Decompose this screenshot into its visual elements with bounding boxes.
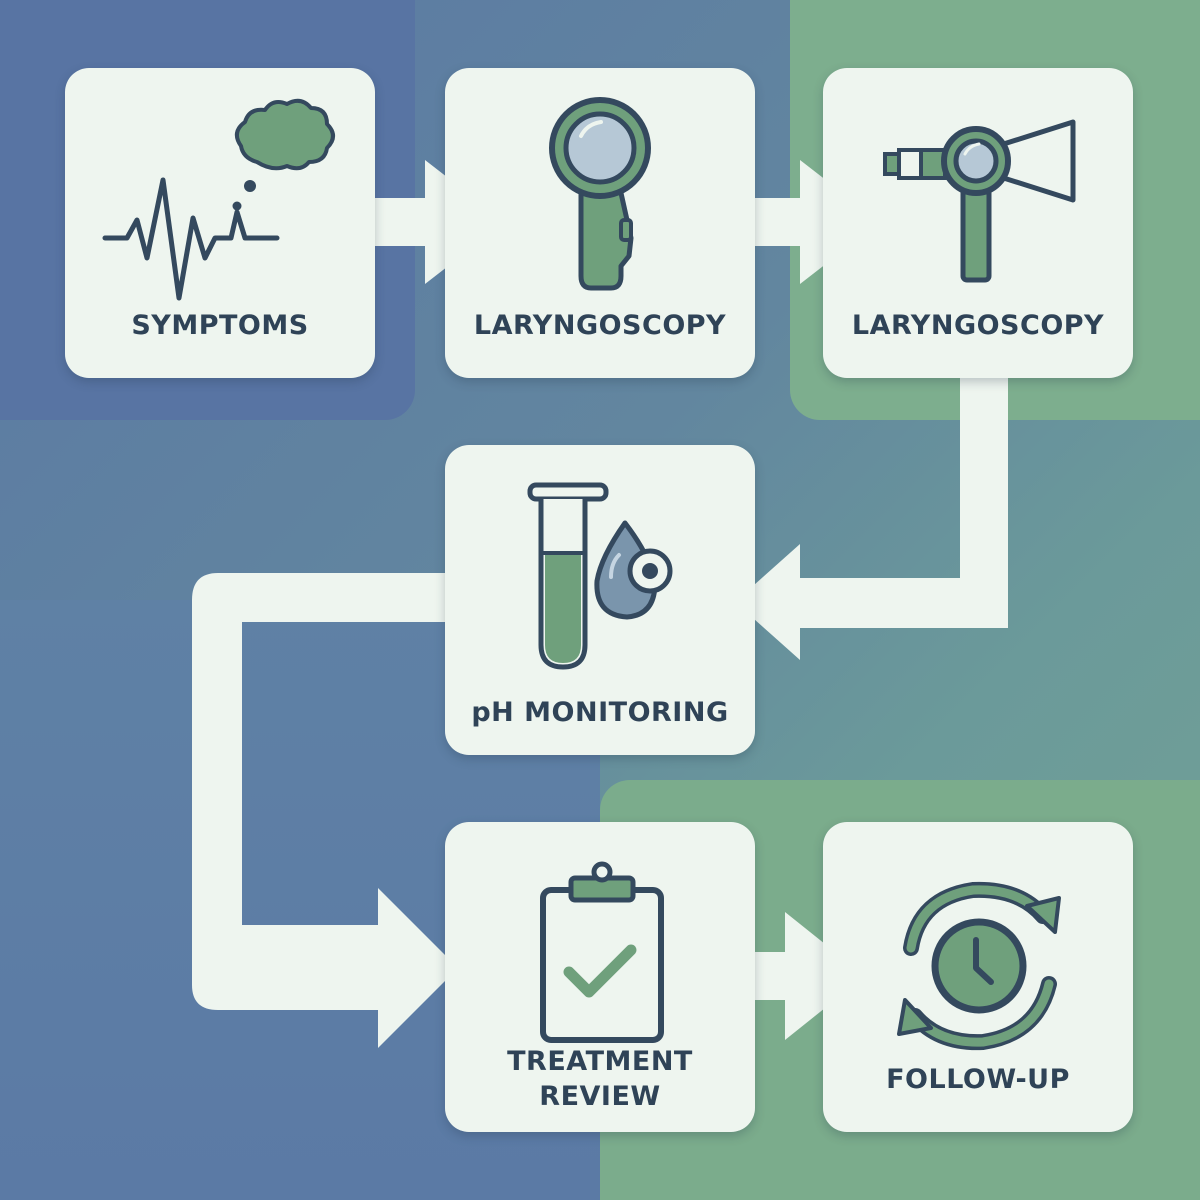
step-card-laryngoscopy-2: LARYNGOSCOPY [823,68,1133,378]
step-card-symptoms: SYMPTOMS [65,68,375,378]
arrow-treatment-review-to-follow-up [750,912,865,1040]
arrow-laryngoscopy-to-laryngoscopy [750,160,880,284]
cycle-clock-icon [897,881,1061,1051]
waveform-thought-icon [102,98,335,301]
test-tube-drop-icon [527,482,673,670]
step-label: LARYNGOSCOPY [851,310,1105,341]
laryngoscope-icon [883,119,1076,283]
arrow-symptoms-to-laryngoscopy [370,160,505,284]
step-card-laryngoscopy-1: LARYNGOSCOPY [445,68,755,378]
magnifying-scope-icon [549,97,651,291]
step-label: SYMPTOMS [131,310,309,341]
step-card-ph-monitoring: pH MONITORING [445,445,755,755]
arrow-laryngoscopy-to-ph-monitoring [735,370,1008,660]
clipboard-check-icon [540,861,664,1043]
step-card-follow-up: FOLLOW-UP [823,822,1133,1132]
arrow-ph-monitoring-to-treatment-review [192,573,458,1048]
step-label: pH MONITORING [471,697,729,728]
step-label: FOLLOW-UP [886,1064,1070,1095]
step-label: LARYNGOSCOPY [473,310,727,341]
